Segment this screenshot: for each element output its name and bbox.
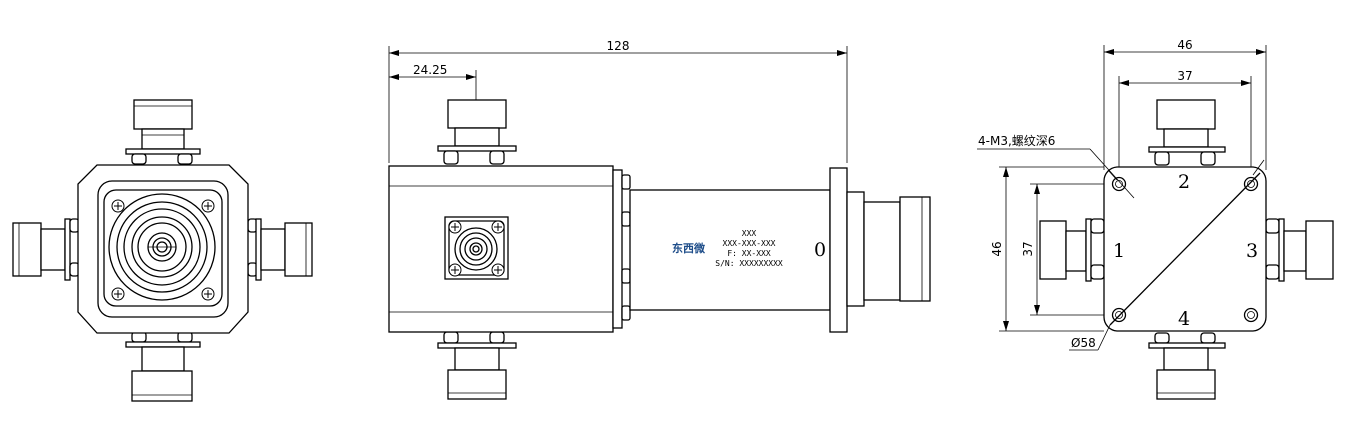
front-face-plate (97, 180, 229, 318)
right-connector-bottom (1148, 332, 1226, 400)
front-main-connector (108, 193, 216, 301)
label-line-2: XXX-XXX-XXX (723, 239, 776, 248)
diameter-note-label: Ø58 (1071, 336, 1096, 350)
screw-icon (491, 220, 505, 234)
port-2-label: 2 (1178, 171, 1190, 193)
dim-inner-vertical: 37 (1021, 183, 1110, 316)
right-connector-top (1148, 99, 1226, 166)
brand-logo: 东西微 (672, 241, 706, 255)
screw-icon (111, 199, 125, 213)
diameter-note: Ø58 (1069, 324, 1111, 351)
dim-overall: 128 (388, 39, 848, 163)
dim-inner-vertical-label: 37 (1021, 241, 1035, 256)
label-line-1: XXX (742, 229, 757, 238)
mounting-holes (1111, 176, 1259, 323)
label-line-3: F: XX-XXX (727, 249, 771, 258)
screw-icon (111, 287, 125, 301)
dim-inner-label: 37 (1177, 69, 1192, 83)
side-connector-bottom (437, 331, 517, 400)
side-connector-top (437, 99, 517, 165)
dim-height-label: 46 (990, 241, 1004, 256)
port-3-label: 3 (1246, 240, 1258, 262)
screw-icon (201, 199, 215, 213)
screw-icon (448, 263, 462, 277)
right-view: 46 37 46 37 (977, 38, 1334, 400)
diagonal-line (1109, 172, 1261, 326)
front-connector-top (125, 99, 201, 165)
connector-flange (103, 189, 223, 307)
dim-height: 46 (990, 166, 1104, 332)
screw-icon (491, 263, 505, 277)
thread-note-label: 4-M3,螺纹深6 (978, 134, 1055, 148)
dim-width-label: 46 (1177, 38, 1192, 52)
side-n-connector (444, 216, 509, 280)
dim-offset: 24.25 (389, 63, 477, 100)
dim-width: 46 (1103, 38, 1267, 170)
right-connector-right (1265, 218, 1334, 282)
screw-icon (201, 287, 215, 301)
side-port-number: 0 (814, 239, 826, 261)
dim-inner: 37 (1118, 69, 1252, 180)
front-connector-left (12, 218, 80, 281)
front-view (12, 99, 313, 402)
dim-overall-label: 128 (607, 39, 630, 53)
side-view: 128 24.25 (388, 39, 931, 400)
label-line-4: S/N: XXXXXXXXX (715, 259, 783, 268)
thread-note: 4-M3,螺纹深6 (977, 134, 1265, 199)
side-flange (829, 167, 848, 333)
front-connector-bottom (125, 331, 201, 402)
product-label: 东西微 XXX XXX-XXX-XXX F: XX-XXX S/N: XXXXX… (672, 229, 783, 268)
right-connector-left (1039, 218, 1105, 282)
dim-offset-label: 24.25 (413, 63, 447, 77)
side-cylinder (629, 189, 831, 311)
front-connector-right (247, 218, 313, 281)
screw-icon (448, 220, 462, 234)
port-4-label: 4 (1178, 308, 1190, 330)
port-1-label: 1 (1113, 240, 1125, 262)
